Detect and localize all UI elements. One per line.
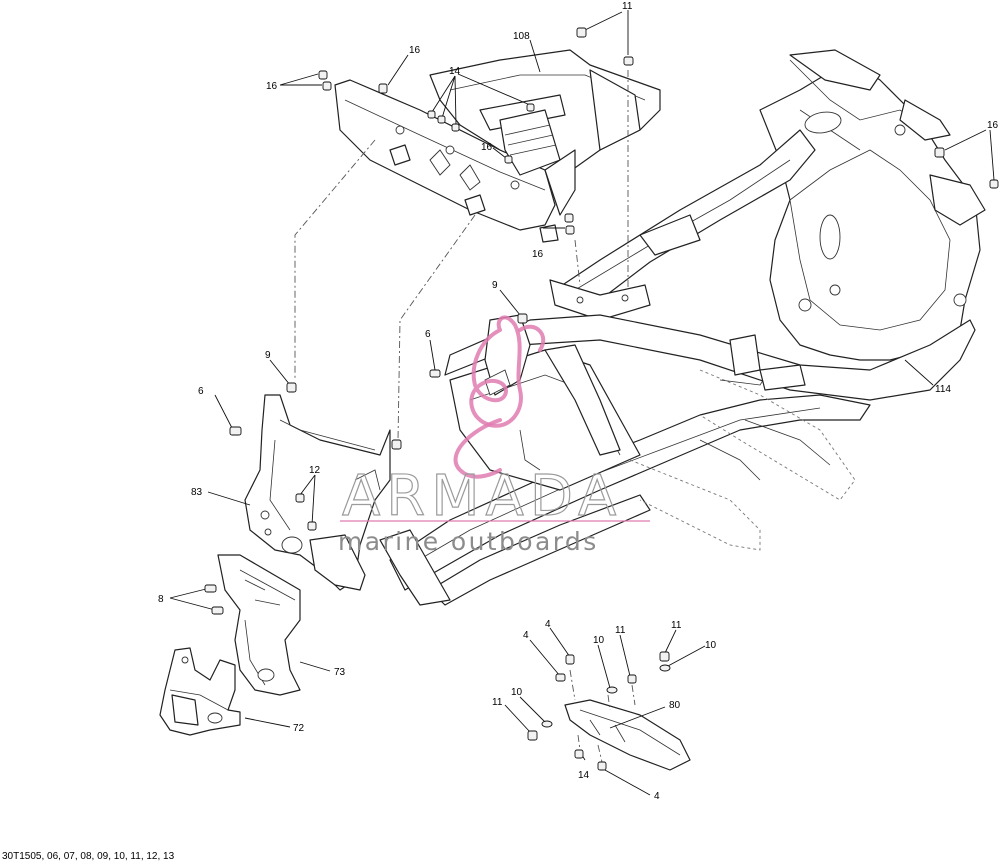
callout-11-top: 11 [622, 1, 633, 12]
callout-72: 72 [293, 723, 305, 734]
callout-73: 73 [334, 667, 346, 678]
callout-10-c: 10 [511, 687, 523, 698]
main-frame-114 [379, 49, 986, 606]
callout-16-a: 16 [266, 81, 278, 92]
callout-16-b: 16 [409, 45, 421, 56]
callout-14-bottom: 14 [578, 770, 590, 781]
bracket-72 [159, 647, 241, 736]
callout-16-right: 16 [987, 120, 999, 131]
callout-83: 83 [191, 487, 203, 498]
callout-11-c: 11 [492, 697, 503, 708]
callout-16-d: 16 [532, 249, 544, 260]
brand-logo-icon [453, 315, 546, 479]
callout-14-top: 14 [449, 66, 461, 77]
bracket-80 [564, 699, 691, 771]
callout-labels: 108 11 16 16 14 16 16 16 9 6 9 6 12 83 1… [158, 1, 999, 802]
callout-11-b: 11 [671, 620, 682, 631]
callout-6-left: 6 [198, 386, 204, 397]
callout-16-c: 16 [481, 142, 493, 153]
callout-80: 80 [669, 700, 681, 711]
watermark-brand: ARMADA [342, 464, 622, 529]
callout-114: 114 [935, 384, 951, 395]
watermark: ARMADA marine outboards [338, 315, 650, 556]
diagram-reference-code: 30T1505, 06, 07, 08, 09, 10, 11, 12, 13 [2, 851, 175, 862]
upper-front-frame-108 [334, 49, 661, 243]
callout-10-b: 10 [705, 640, 717, 651]
fasteners [204, 27, 999, 771]
callout-9-left: 9 [265, 350, 271, 361]
leader-lines [169, 10, 995, 796]
callout-8: 8 [158, 594, 164, 605]
alignment-lines [294, 70, 636, 763]
callout-6-mid: 6 [425, 329, 431, 340]
callout-11-a: 11 [615, 625, 626, 636]
callout-4-b: 4 [545, 619, 551, 630]
callout-4-bottom: 4 [654, 791, 660, 802]
callout-9-mid: 9 [492, 280, 498, 291]
callout-108: 108 [513, 31, 530, 42]
callout-10-a: 10 [593, 635, 605, 646]
watermark-tagline: marine outboards [338, 527, 599, 556]
callout-12: 12 [309, 465, 321, 476]
left-bracket-83 [244, 394, 391, 591]
bracket-73 [217, 554, 301, 696]
callout-4-a: 4 [523, 630, 529, 641]
